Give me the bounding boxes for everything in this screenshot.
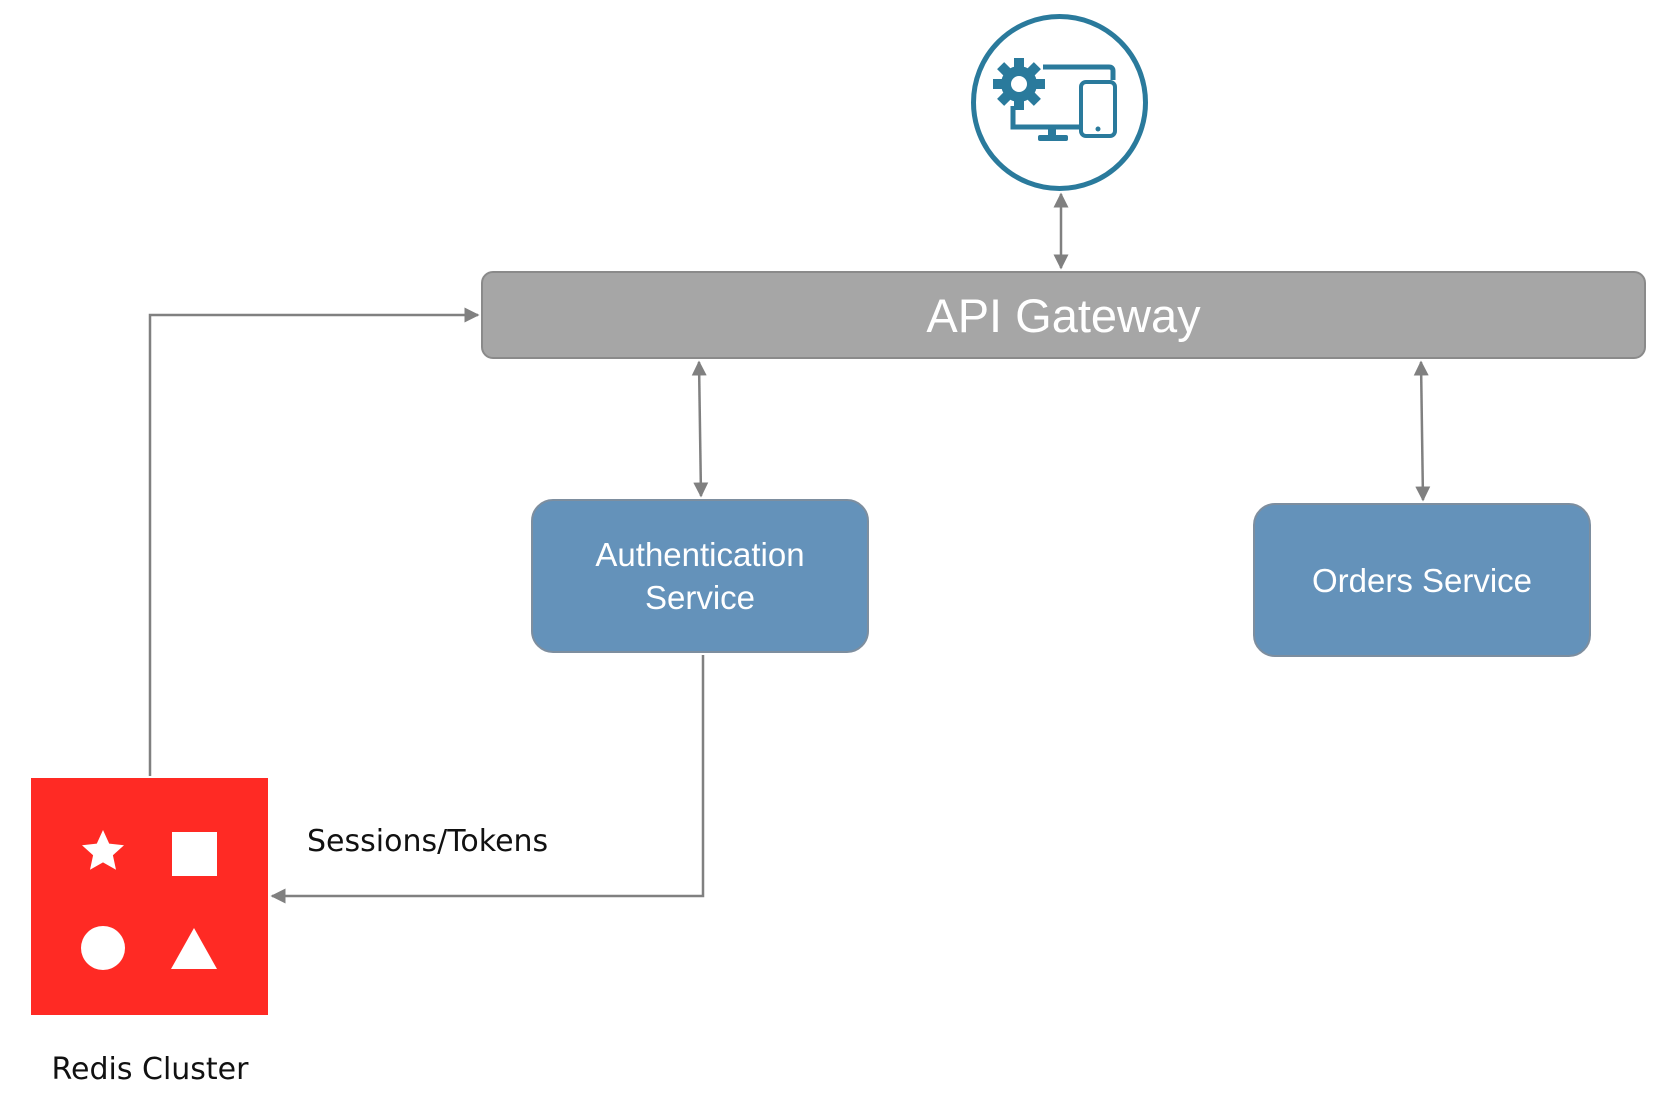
star-icon	[82, 830, 124, 870]
square-icon	[172, 832, 217, 876]
redis-cluster-caption: Redis Cluster	[51, 1052, 249, 1087]
triangle-icon	[171, 928, 217, 969]
authentication-service-label: Authentication Service	[595, 533, 804, 619]
auth-redis-connector	[270, 655, 705, 904]
desktop-icon	[1010, 64, 1116, 141]
redis-logo-background	[31, 778, 268, 1015]
client-node	[971, 14, 1148, 191]
authentication-service-label-line1: Authentication	[595, 536, 805, 573]
orders-service-label: Orders Service	[1311, 561, 1533, 599]
orders-service-node: Orders Service	[1253, 503, 1591, 657]
authentication-service-label-line2: Service	[644, 579, 756, 616]
redis-gateway-connector	[148, 307, 480, 776]
settings-desktop-tablet-icon	[971, 14, 1148, 191]
redis-logo-icon	[31, 778, 268, 1015]
redis-cluster-node	[31, 778, 268, 1015]
api-gateway-label: API Gateway	[926, 288, 1201, 342]
gateway-auth-connector	[691, 360, 709, 498]
gear-icon	[993, 58, 1045, 110]
authentication-service-node: Authentication Service	[531, 499, 869, 653]
tablet-icon	[1079, 80, 1117, 138]
sessions-tokens-label: Sessions/Tokens	[307, 824, 549, 859]
api-gateway-node: API Gateway	[481, 271, 1646, 359]
circle-icon	[81, 926, 125, 970]
gateway-orders-connector	[1413, 360, 1431, 502]
